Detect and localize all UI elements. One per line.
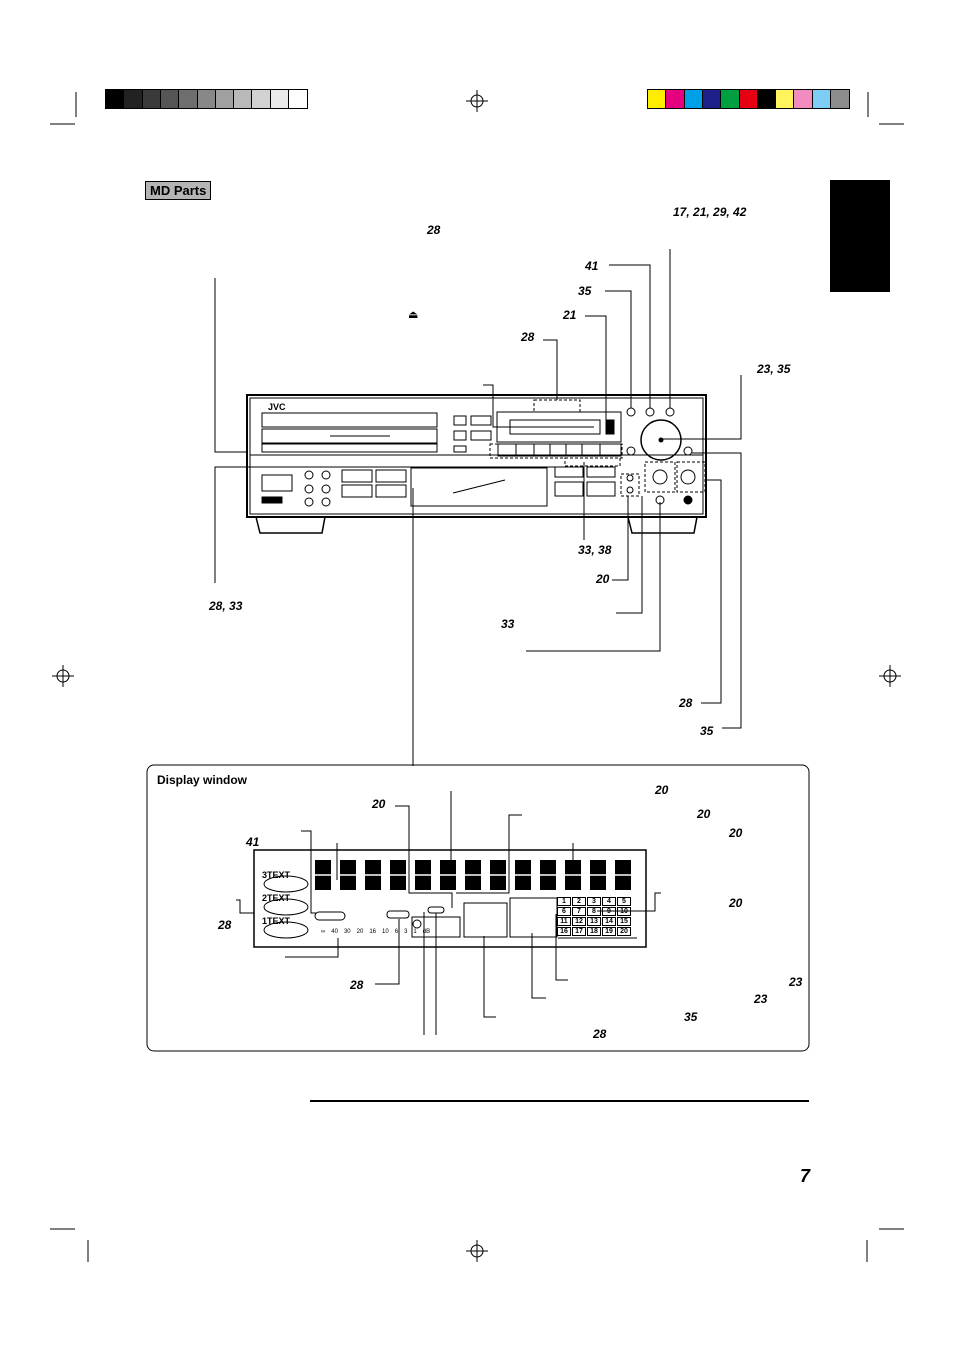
track-number: 11 [557, 917, 571, 926]
page-ref: 35 [684, 1010, 698, 1024]
page-ref: 17, 21, 29, 42 [673, 205, 747, 219]
meter-scale-label: dB [422, 929, 431, 935]
cd-tray-1 [261, 443, 438, 453]
track-number: 17 [572, 927, 586, 936]
page-ref: 21 [563, 308, 577, 322]
page-ref: 33, 38 [578, 543, 612, 557]
page-ref: 20 [655, 783, 669, 797]
meter-scale-label: 10 [382, 929, 389, 935]
track-number: 15 [617, 917, 631, 926]
text-label-3: 3TEXT [262, 870, 291, 880]
meter-scale-label: 40 [331, 929, 338, 935]
track-number: 14 [602, 917, 616, 926]
page-ref: 20 [697, 807, 711, 821]
volume-knob [640, 419, 682, 461]
cd-text-1-icon [263, 921, 309, 939]
track-number: 1 [557, 897, 571, 906]
page-ref: 28, 33 [209, 599, 243, 613]
page-ref: 28 [521, 330, 535, 344]
track-number: 4 [602, 897, 616, 906]
meter-scale-label: 3 [404, 929, 408, 935]
meter-scale-label: 6 [394, 929, 399, 935]
eject-symbol: ⏏ [408, 309, 419, 321]
device-front-panel [246, 394, 707, 534]
track-number: 8 [587, 907, 601, 916]
track-number: 10 [617, 907, 631, 916]
page-ref: 23 [789, 975, 803, 989]
page-ref: 28 [350, 978, 364, 992]
device-brand-logo: JVC [268, 402, 286, 412]
registration-target-top [466, 90, 488, 112]
callout-leaders [214, 249, 742, 766]
page-ref: 28 [218, 918, 232, 932]
registration-target-left [52, 665, 74, 687]
meter-scale-label: 20 [356, 929, 364, 935]
registration-target-bottom [466, 1240, 488, 1262]
page-ref: 28 [427, 223, 441, 237]
track-number: 16 [557, 927, 571, 936]
cd-tray-3 [261, 412, 438, 428]
track-number: 7 [572, 907, 586, 916]
track-number: 9 [602, 907, 616, 916]
registration-target-right [879, 665, 901, 687]
track-number: 2 [572, 897, 586, 906]
page-ref: 35 [700, 724, 714, 738]
page-ref: 28 [593, 1027, 607, 1041]
page-ref: 33 [501, 617, 515, 631]
track-number: 13 [587, 917, 601, 926]
page-ref: 28 [679, 696, 693, 710]
track-number: 19 [602, 927, 616, 936]
page-ref: 20 [372, 797, 386, 811]
lcd-character-cells [315, 860, 631, 890]
calibration-swatch [830, 89, 851, 109]
page-ref: 20 [596, 572, 610, 586]
track-number: 20 [617, 927, 631, 936]
track-number: 12 [572, 917, 586, 926]
meter-scale-label: ∞ [321, 929, 326, 935]
track-number: 5 [617, 897, 631, 906]
meter-scale-label: 16 [369, 929, 377, 935]
display-window-title: Display window [157, 773, 248, 787]
page-ref: 41 [246, 835, 260, 849]
display-callout-leaders [236, 791, 661, 1035]
track-number: 18 [587, 927, 601, 936]
cd-tray-2 [261, 428, 438, 444]
crop-marks [50, 92, 904, 1262]
display-window-box [146, 764, 810, 1052]
page-ref: 35 [578, 284, 592, 298]
page-ref: 20 [729, 826, 743, 840]
text-label-2: 2TEXT [262, 893, 291, 903]
page-number: 7 [800, 1166, 811, 1186]
track-number: 6 [557, 907, 571, 916]
page-ref: 41 [585, 259, 599, 273]
page-ref: 23, 35 [757, 362, 791, 376]
section-tab [830, 180, 890, 292]
section-badge: MD Parts [145, 181, 212, 200]
page-ref: 20 [729, 896, 743, 910]
meter-scale-label: 30 [343, 929, 351, 935]
page-ref: 23 [754, 992, 768, 1006]
text-label-1: 1TEXT [262, 916, 291, 926]
track-number: 3 [587, 897, 601, 906]
calibration-swatch [288, 89, 309, 109]
cd-text-3-icon [263, 875, 309, 893]
cd-text-2-icon [263, 898, 309, 916]
meter-scale-label: 1 [413, 929, 417, 935]
